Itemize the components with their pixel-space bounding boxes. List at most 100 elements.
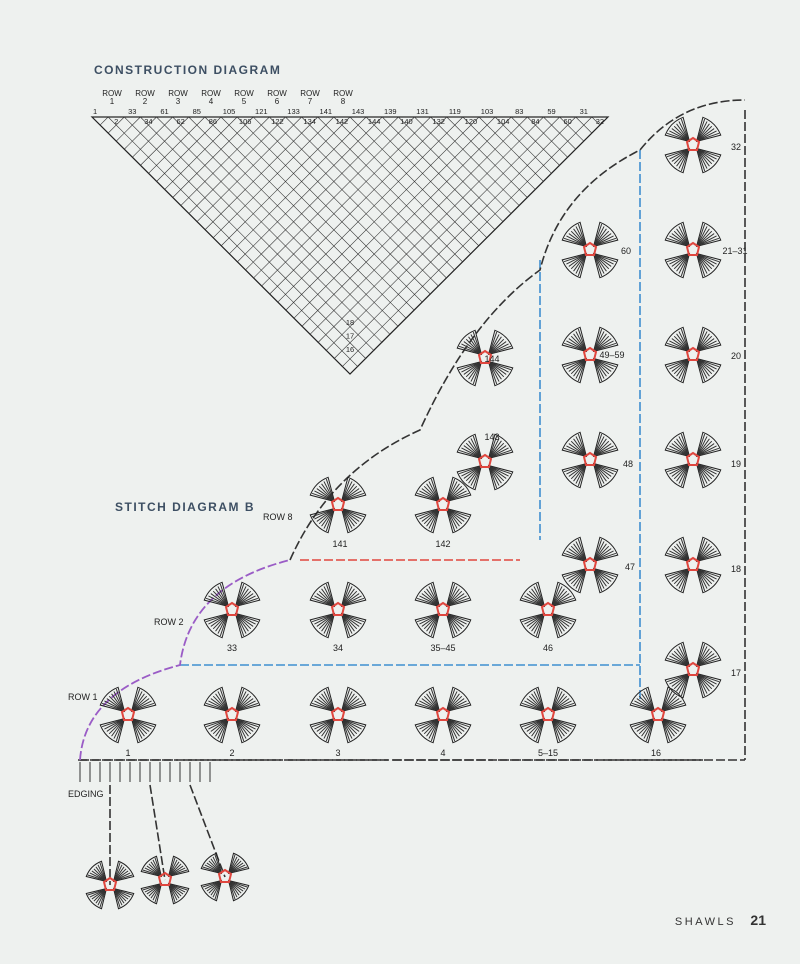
petal-stitch <box>208 613 228 625</box>
cell-number: 85 <box>193 107 201 116</box>
petal <box>340 507 367 534</box>
petal-stitch <box>132 702 155 712</box>
petal-stitch <box>488 445 507 459</box>
petal-stitch <box>458 449 481 459</box>
petal-outline <box>112 887 135 910</box>
petal-stitch <box>696 148 715 162</box>
petal-stitch <box>636 698 655 712</box>
petal-stitch <box>228 881 236 900</box>
petal-stitch <box>575 569 587 589</box>
petal-stitch <box>488 341 507 355</box>
petal-outline <box>592 431 619 458</box>
center-ring <box>330 706 346 721</box>
petal-stitch <box>108 695 125 712</box>
petal <box>414 581 441 608</box>
petal-stitch <box>594 552 617 562</box>
petal-stitch <box>568 463 587 477</box>
petal-stitch <box>321 613 335 632</box>
cell-number: 104 <box>497 117 510 126</box>
petal-stitch <box>489 465 512 475</box>
petal <box>629 686 656 713</box>
petal-outline <box>487 360 514 387</box>
row-header-number: 4 <box>209 97 214 106</box>
petal-stitch <box>666 552 689 562</box>
petal <box>664 252 691 279</box>
petal-stitch <box>696 338 715 352</box>
petal-stitch <box>575 464 587 484</box>
petal-stitch <box>577 464 587 487</box>
petal-stitch <box>594 447 617 457</box>
petal-stitch <box>113 719 125 739</box>
petal-stitch <box>205 597 228 607</box>
petal-stitch <box>697 358 720 368</box>
cell-number: 16 <box>346 345 354 354</box>
flower-motif <box>140 855 190 905</box>
petal-stitch <box>458 465 481 475</box>
grid-line <box>365 116 488 239</box>
petal-stitch <box>676 673 690 692</box>
petal-stitch <box>575 254 587 274</box>
petal-stitch <box>594 253 617 263</box>
petal <box>340 686 367 713</box>
grid-line <box>527 116 568 158</box>
petal-stitch <box>465 361 482 378</box>
flower-motif <box>561 221 619 279</box>
petal <box>561 326 588 353</box>
petal-stitch <box>551 718 565 737</box>
petal-stitch <box>696 358 713 375</box>
petal-outline <box>629 717 656 744</box>
petal-stitch <box>426 613 440 632</box>
petal <box>664 672 691 699</box>
petal-stitch <box>593 463 612 477</box>
flower-motif <box>561 536 619 594</box>
petal-stitch <box>468 336 482 355</box>
petal <box>561 431 588 458</box>
petal-stitch <box>696 463 713 480</box>
petal-stitch <box>641 718 655 737</box>
petal <box>664 357 691 384</box>
petal-stitch <box>593 358 612 372</box>
petal-stitch <box>323 586 335 606</box>
center-ring <box>224 706 240 721</box>
center-ring <box>685 136 701 151</box>
petal-outline <box>140 882 163 905</box>
petal-stitch <box>551 693 565 712</box>
petal-stitch <box>551 588 565 607</box>
petal-stitch <box>563 552 586 562</box>
petal-stitch <box>341 691 353 711</box>
flower-motif <box>200 852 250 902</box>
petal-stitch <box>236 595 256 607</box>
petal-stitch <box>341 483 355 502</box>
grid-line <box>99 116 109 126</box>
petal <box>203 581 230 608</box>
petal-outline <box>414 686 441 713</box>
petal-outline <box>664 567 691 594</box>
petal-stitch <box>638 718 655 735</box>
grid-line <box>140 116 375 352</box>
motif-number: 21–31 <box>722 246 747 256</box>
petal-stitch <box>447 597 470 607</box>
petal-stitch <box>594 342 617 352</box>
petal-outline <box>695 252 722 279</box>
petal <box>519 717 546 744</box>
row-start-chain <box>79 559 291 761</box>
petal-stitch <box>666 148 689 158</box>
petal <box>112 887 135 910</box>
petal-stitch <box>697 130 717 142</box>
petal-stitch <box>114 874 133 882</box>
petal-outline <box>592 221 619 248</box>
grid-line <box>148 116 206 174</box>
petal-outline <box>112 860 135 883</box>
petal-stitch <box>594 253 614 265</box>
cell-number: 61 <box>160 107 168 116</box>
petal-stitch <box>325 719 335 742</box>
petal-outline <box>340 686 367 713</box>
petal <box>445 507 472 534</box>
construction-diagram-title: CONSTRUCTION DIAGRAM <box>94 63 282 77</box>
flower-motif <box>309 476 367 534</box>
petal-stitch <box>696 643 706 666</box>
